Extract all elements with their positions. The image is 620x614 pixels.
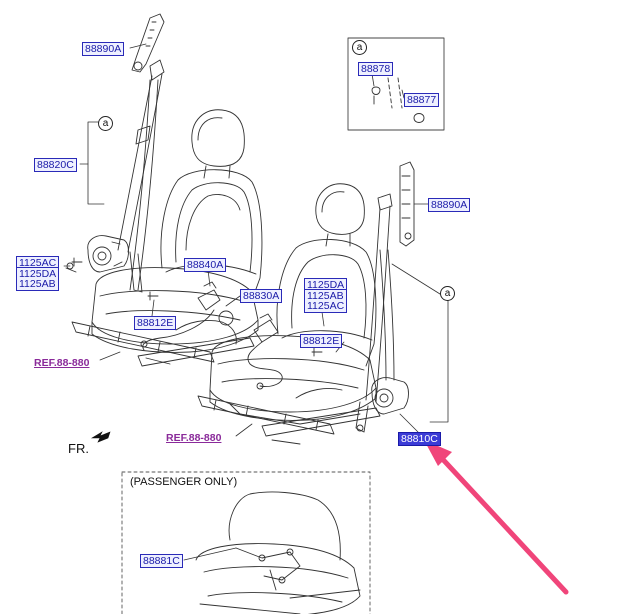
part-label-88890a-right[interactable]: 88890A [428,198,471,212]
ref-link-mid[interactable]: REF.88-880 [166,432,222,444]
part-label-88812e-left[interactable]: 88812E [134,316,177,330]
part-label-1125ab-left[interactable]: 1125AB [16,278,59,291]
front-direction-label: FR. [68,441,89,456]
clip-inset [347,37,445,131]
callout-a-left: a [98,116,113,131]
right-belt-drawing [355,161,415,433]
callout-a-right: a [440,286,455,301]
ref-link-left[interactable]: REF.88-880 [34,357,90,369]
part-label-88840a[interactable]: 88840A [184,258,227,272]
left-seat-drawing [71,109,263,367]
part-label-88810c[interactable]: 88810C [398,432,441,446]
leader-lines [63,43,449,561]
part-label-88878[interactable]: 88878 [358,62,394,76]
passenger-only-title: (PASSENGER ONLY) [130,476,238,488]
part-label-88820c[interactable]: 88820C [34,158,77,172]
part-label-1125da-mid[interactable]: 1125DA [304,278,348,291]
part-label-88812e-mid[interactable]: 88812E [300,334,343,348]
highlight-arrow-icon [424,440,569,595]
part-label-88830a[interactable]: 88830A [240,289,283,303]
middle-seat-drawing [197,183,381,445]
part-label-1125ac-left[interactable]: 1125AC [16,256,60,269]
part-label-1125ab-mid[interactable]: 1125AB [304,289,347,302]
left-belt-drawing [65,13,165,293]
callout-a-inset: a [352,40,367,55]
part-label-88881c[interactable]: 88881C [140,554,183,568]
part-label-1125da-left[interactable]: 1125DA [16,267,60,280]
front-direction-arrow-icon [90,431,111,443]
passenger-inset [121,471,371,614]
part-label-1125ac-mid[interactable]: 1125AC [304,300,348,313]
part-label-88890a-top[interactable]: 88890A [82,42,125,56]
part-label-88877[interactable]: 88877 [404,93,440,107]
